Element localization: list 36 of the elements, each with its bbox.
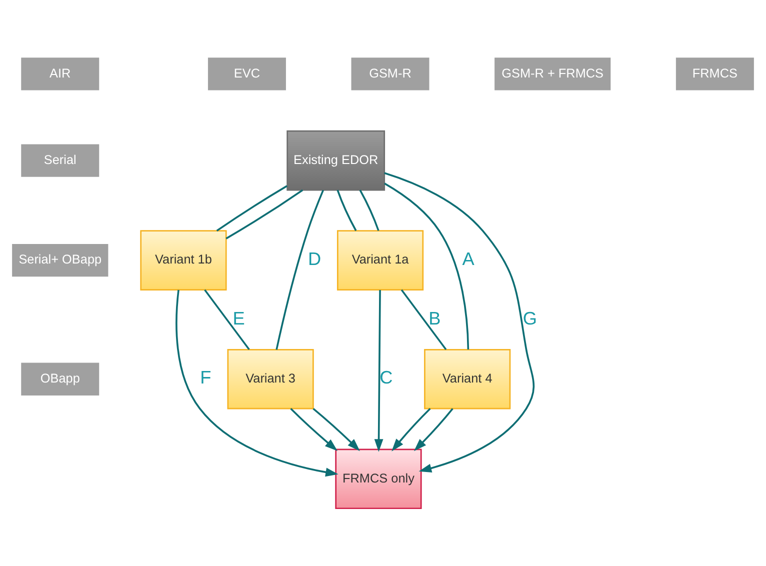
arrow [290, 408, 338, 451]
arrow [374, 290, 384, 452]
arrow [312, 408, 360, 452]
edge-label: A [462, 248, 474, 269]
label: Serial+ OBapp [18, 252, 102, 267]
label: AIR [50, 66, 71, 80]
connector [384, 182, 470, 350]
edge-label: F [200, 368, 212, 388]
arrow [176, 290, 338, 477]
connector [400, 289, 447, 350]
label: GSM-R [369, 66, 412, 80]
label: Serial [44, 152, 76, 167]
edge-label: D [308, 248, 322, 269]
arrow [392, 408, 431, 452]
arrow [414, 408, 454, 452]
connector [276, 190, 324, 350]
node-box: Variant 1a [336, 230, 424, 290]
label: EVC [234, 66, 260, 80]
node-box: Variant 1b [140, 230, 227, 290]
label: FRMCS [692, 66, 738, 80]
connector [216, 185, 288, 232]
connector [226, 189, 304, 240]
edge-label: G [522, 308, 537, 328]
edge-label: C [380, 368, 393, 388]
node-box: Existing EDOR [286, 130, 386, 191]
connector [336, 190, 357, 232]
node-box: Variant 4 [424, 348, 511, 410]
arrow [384, 172, 534, 473]
label: OBapp [40, 371, 80, 386]
node-box: Variant 3 [227, 348, 314, 410]
node-box: FRMCS only [335, 448, 422, 510]
edge-label: E [232, 308, 245, 328]
edge-label: B [428, 308, 441, 328]
connector [359, 190, 380, 231]
label: GSM-R + FRMCS [502, 66, 604, 80]
connector [204, 289, 250, 350]
